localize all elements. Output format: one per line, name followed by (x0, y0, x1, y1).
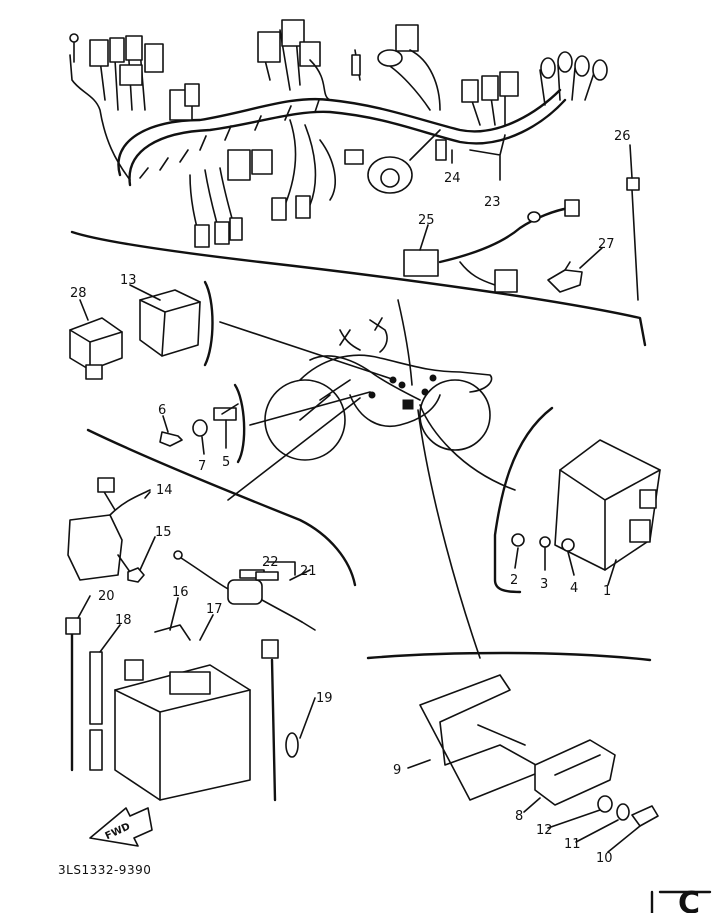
callout-12: 12 (536, 823, 553, 838)
callout-24: 24 (444, 171, 461, 186)
motorcycle-outline (264, 317, 493, 461)
fuse-22 (239, 569, 279, 581)
callout-1: 1 (603, 584, 611, 599)
callout-23: 23 (484, 195, 501, 210)
clamp-27 (547, 261, 583, 293)
callout-13: 13 (120, 273, 137, 288)
relay-13 (139, 289, 201, 357)
callout-15: 15 (155, 525, 172, 540)
callout-19: 19 (316, 691, 333, 706)
callout-26: 26 (614, 129, 631, 144)
callout-4: 4 (570, 581, 578, 596)
fuse-holder-21 (173, 550, 316, 631)
washer-3 (539, 536, 551, 548)
callout-6: 6 (158, 403, 166, 418)
callout-27: 27 (598, 237, 615, 252)
bracket-9 (419, 674, 546, 801)
washer-4 (561, 538, 575, 552)
callout-25: 25 (418, 213, 435, 228)
callout-3: 3 (540, 577, 548, 592)
starter-relay-14 (67, 477, 151, 581)
callout-5: 5 (222, 455, 230, 470)
washer-7 (192, 419, 208, 437)
bolt-5 (213, 403, 239, 421)
callout-2: 2 (510, 573, 518, 588)
callout-20: 20 (98, 589, 115, 604)
cable-tie-26 (626, 177, 640, 301)
sub-harness-25 (403, 199, 580, 293)
callout-22: 22 (262, 555, 279, 570)
callout-16: 16 (172, 585, 189, 600)
washer-11 (616, 803, 630, 821)
rectifier-8 (534, 739, 616, 806)
washer-12 (597, 795, 613, 813)
nut-15 (127, 567, 145, 583)
callout-14: 14 (156, 483, 173, 498)
part-code: 3LS1332-9390 (58, 863, 151, 877)
callout-9: 9 (393, 763, 401, 778)
callout-8: 8 (515, 809, 523, 824)
battery-band-16 (154, 624, 191, 641)
leader-lines (219, 299, 516, 659)
callout-18: 18 (115, 613, 132, 628)
section-frames (70, 230, 712, 915)
callout-leaders (77, 134, 641, 853)
bolt-10 (631, 805, 659, 827)
callout-10: 10 (596, 851, 613, 866)
corner-mark: C (678, 886, 700, 913)
callout-21: 21 (300, 564, 317, 579)
callout-17: 17 (206, 602, 223, 617)
lead-20 (65, 617, 81, 772)
cdi-unit-1 (554, 439, 661, 571)
callout-7: 7 (198, 459, 206, 474)
screw-2 (511, 533, 525, 547)
callout-labels: 1 2 3 4 5 6 7 8 9 10 11 12 13 14 15 16 1… (70, 129, 631, 866)
fwd-arrow-icon: FWD (89, 807, 153, 847)
battery-17 (114, 659, 251, 801)
clamp-6 (159, 431, 183, 447)
lead-19 (261, 639, 299, 802)
lead-18 (89, 651, 103, 771)
relay-28 (69, 317, 123, 380)
wire-harness-main (69, 19, 608, 248)
callout-11: 11 (564, 837, 581, 852)
callout-28: 28 (70, 286, 87, 301)
